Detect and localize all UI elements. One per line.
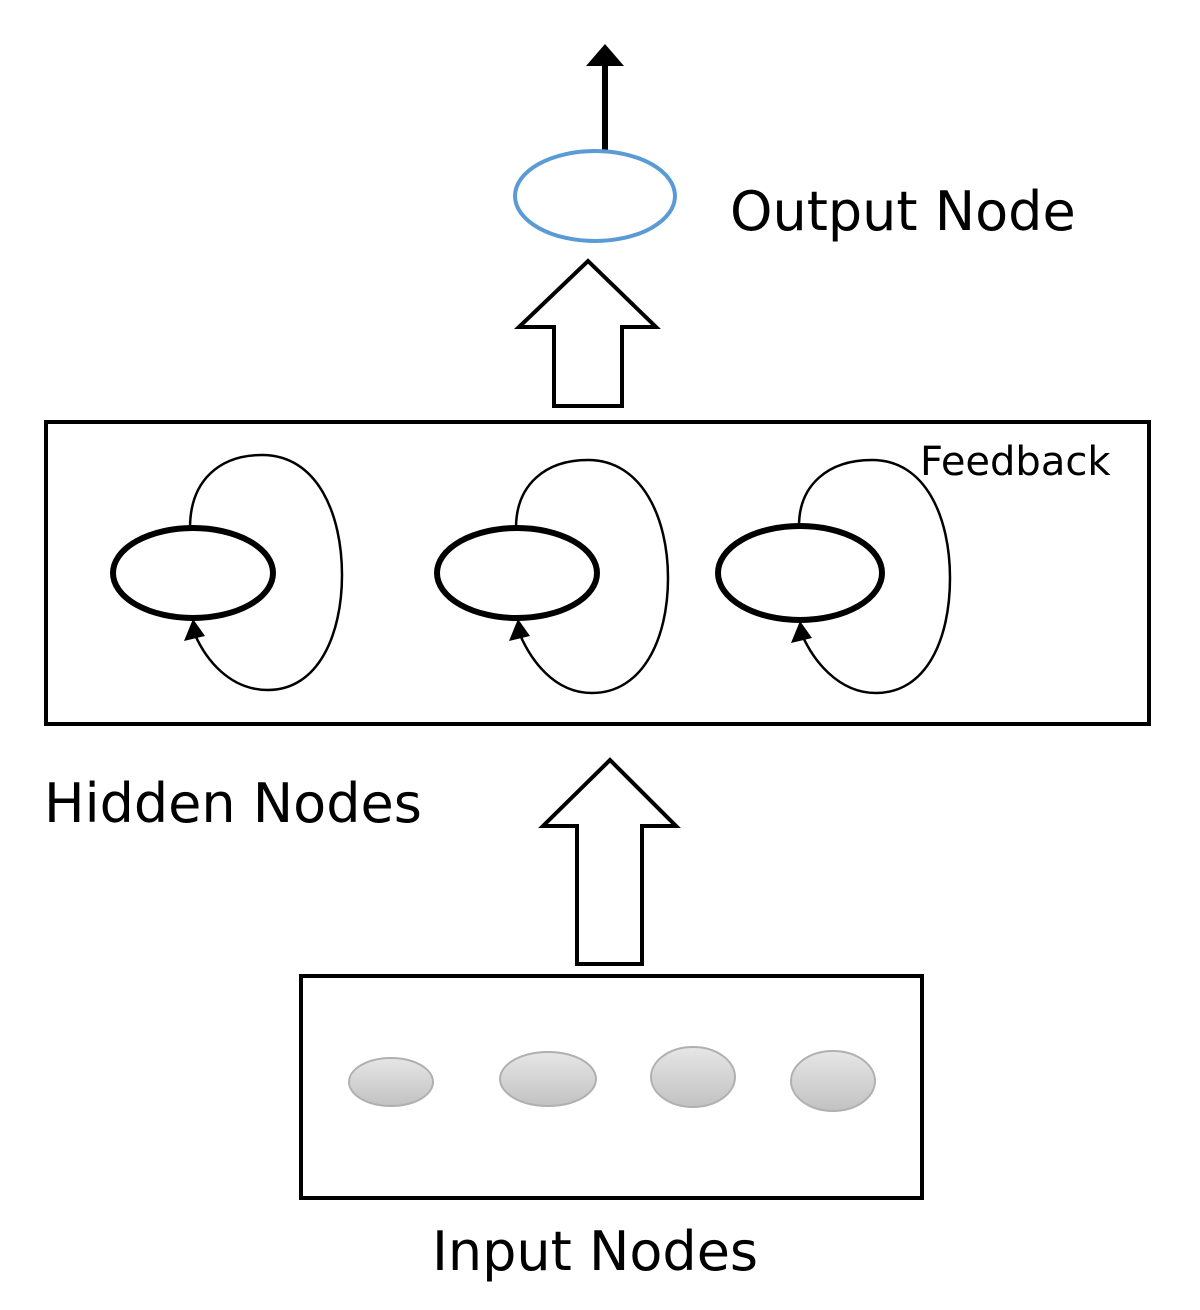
hidden-node-3-circle <box>715 523 885 623</box>
output-node <box>513 149 677 243</box>
hidden-node-1 <box>110 453 344 692</box>
output-arrow <box>586 44 624 152</box>
hidden-node-1-feedback-arrowhead <box>184 619 205 641</box>
hidden-node-3-feedback-loop <box>797 458 952 695</box>
hidden-node-2-feedback-arrowhead <box>509 619 530 641</box>
hidden-node-2-feedback-loop <box>514 458 670 695</box>
hidden-node-1-circle <box>110 525 276 621</box>
input-node-1 <box>348 1057 434 1107</box>
output-node-label: Output Node <box>730 180 1076 243</box>
hidden-node-3-feedback-arrowhead <box>791 621 812 643</box>
input-node-2 <box>499 1051 597 1107</box>
hidden-nodes-label: Hidden Nodes <box>44 772 422 835</box>
input-nodes-label: Input Nodes <box>432 1220 758 1283</box>
hidden-to-output-arrow <box>514 258 661 408</box>
input-to-hidden-arrow <box>538 757 681 966</box>
input-node-4 <box>790 1050 876 1112</box>
hidden-node-3 <box>715 458 952 695</box>
hidden-node-2-circle <box>434 525 600 621</box>
hidden-node-1-feedback-loop <box>188 453 344 692</box>
input-node-3 <box>650 1046 736 1108</box>
feedback-label: Feedback <box>920 439 1111 485</box>
hidden-node-2 <box>434 458 670 695</box>
